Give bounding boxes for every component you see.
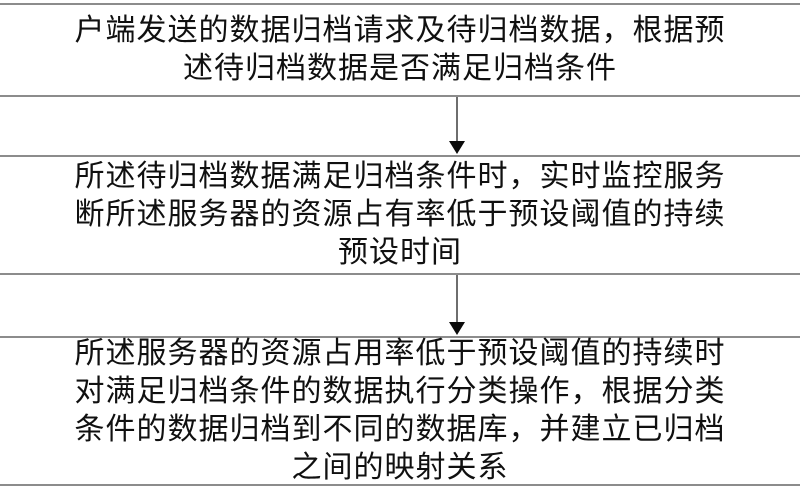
step-2-line-2: 断所述服务器的资源占有率低于预设阈值的持续: [74, 197, 726, 232]
step-3-line-1: 所述服务器的资源占用率低于预设阈值的持续时: [74, 336, 726, 371]
step-1-line-1: 户端发送的数据归档请求及待归档数据，根据预: [74, 13, 726, 48]
step-1-line-2: 述待归档数据是否满足归档条件: [183, 51, 617, 86]
step-3-line-4: 之间的映射关系: [291, 450, 509, 485]
step-2-line-1: 所述待归档数据满足归档条件时，实时监控服务: [74, 159, 726, 194]
flowchart-step-box-1: 户端发送的数据归档请求及待归档数据，根据预 述待归档数据是否满足归档条件: [0, 3, 800, 97]
flow-arrow-step2-to-step3: [449, 275, 465, 335]
flowchart-step-box-3: 所述服务器的资源占用率低于预设阈值的持续时 对满足归档条件的数据执行分类操作，根…: [0, 336, 800, 486]
step-2-line-3: 预设时间: [338, 235, 462, 270]
flow-arrow-step1-to-step2: [449, 97, 465, 154]
arrow-head-down-icon: [449, 141, 465, 154]
arrow-stem: [456, 97, 458, 142]
flowchart-step-box-2: 所述待归档数据满足归档条件时，实时监控服务 断所述服务器的资源占有率低于预设阈值…: [0, 155, 800, 275]
arrow-head-down-icon: [449, 322, 465, 335]
step-3-line-3: 条件的数据归档到不同的数据库，并建立已归档: [74, 412, 726, 447]
arrow-stem: [456, 275, 458, 323]
step-3-line-2: 对满足归档条件的数据执行分类操作，根据分类: [74, 374, 726, 409]
